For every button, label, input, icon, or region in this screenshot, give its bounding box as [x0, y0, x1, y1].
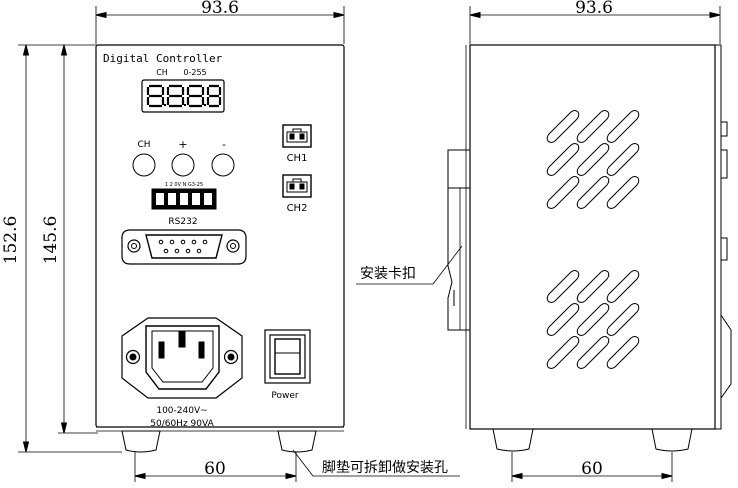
side-knob-lower: [720, 237, 728, 261]
side-foot-spacing-dimension: 60: [581, 459, 603, 479]
front-left-foot: [121, 430, 161, 453]
ch2-label: CH2: [287, 203, 308, 214]
voltage-line2: 50/60Hz 90VA: [150, 419, 214, 429]
front-view: 93.6 152.6 145.6 Digital Controller CH 0…: [1, 0, 460, 482]
ch1-label: CH1: [287, 153, 308, 164]
panel-title: Digital Controller: [103, 52, 223, 65]
side-view: 93.6 安装卡扣: [356, 0, 732, 482]
side-switch: [720, 313, 732, 400]
side-right-foot: [651, 428, 693, 452]
minus-button[interactable]: [211, 153, 235, 177]
ch2-connector[interactable]: [282, 174, 312, 198]
ch-button[interactable]: [132, 153, 156, 177]
side-knob-mid: [720, 149, 728, 179]
front-width-dimension: 93.6: [201, 0, 239, 18]
button-plus-label: +: [178, 138, 187, 151]
upper-vents: [546, 110, 640, 209]
ch-label: CH: [156, 68, 168, 77]
side-left-foot: [492, 428, 534, 452]
side-enclosure: [469, 44, 716, 430]
terminal-block: [151, 188, 217, 210]
body-height-dimension: 145.6: [41, 216, 61, 265]
ch1-connector[interactable]: [282, 124, 312, 148]
led-display: [141, 79, 225, 113]
range-label: 0-255: [183, 68, 206, 77]
power-inlet[interactable]: [121, 317, 243, 399]
display-value: 8.8.8.8: [183, 109, 187, 111]
side-knob-top: [720, 121, 728, 137]
mount-clip-callout: 安装卡扣: [360, 266, 416, 282]
plus-button[interactable]: [171, 153, 195, 177]
rs232-connector[interactable]: [121, 229, 247, 265]
front-right-foot: [277, 430, 317, 453]
lower-vents: [546, 270, 640, 369]
button-minus-label: -: [222, 138, 226, 151]
foot-pad-callout: 脚垫可拆卸做安装孔: [322, 460, 448, 476]
total-height-dimension: 152.6: [1, 216, 21, 265]
power-label: Power: [271, 391, 299, 401]
side-width-dimension: 93.6: [575, 0, 613, 18]
rs232-label: RS232: [168, 217, 197, 227]
mount-clip: [447, 149, 471, 331]
display-digits: [146, 84, 222, 108]
voltage-line1: 100-240V~: [156, 406, 207, 416]
power-switch[interactable]: [264, 329, 311, 384]
button-ch-label: CH: [137, 140, 150, 150]
front-foot-spacing-dimension: 60: [204, 459, 226, 479]
terminal-labels: 1 2 0V N G3-25: [165, 182, 203, 188]
